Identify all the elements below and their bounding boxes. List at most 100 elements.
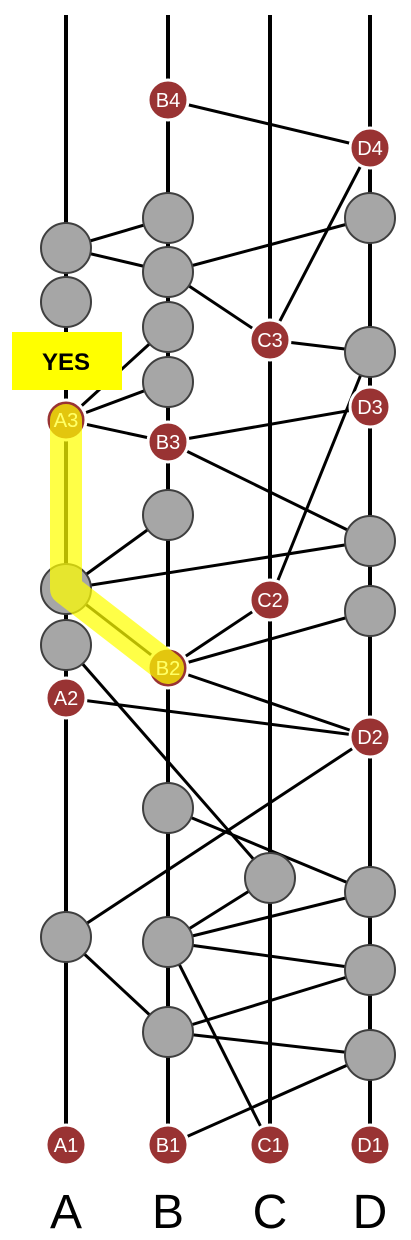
event-node-b1: B1 (146, 1123, 190, 1167)
edge-g_b_up2-g_d_up1 (167, 216, 371, 274)
event-node-circle (248, 1123, 292, 1167)
gray-node-circle (142, 356, 194, 408)
edge-b1-g_d_bot (167, 1053, 371, 1147)
lane-label-c: C (253, 1186, 288, 1239)
lane-label-a: A (50, 1186, 82, 1239)
intermediate-node (142, 246, 194, 298)
gray-node-circle (344, 1029, 396, 1081)
intermediate-node (244, 852, 296, 904)
gray-node-circle (40, 911, 92, 963)
edge-g_b_bot-g_d_bot (167, 1030, 371, 1057)
edge-d4-c3 (268, 147, 372, 341)
event-node-label: A1 (54, 1135, 78, 1157)
intermediate-node (142, 916, 194, 968)
intermediate-node (344, 515, 396, 567)
edge-d2-g_a_low (65, 735, 371, 939)
lane-label-d: D (353, 1186, 388, 1239)
gray-node-circle (244, 852, 296, 904)
edge-g_b_low-c1 (166, 941, 272, 1146)
event-node-d3: D3 (348, 385, 392, 429)
event-node-circle (348, 715, 392, 759)
edge-g_b_bot-g_d_low2 (167, 968, 371, 1034)
gray-node-circle (344, 944, 396, 996)
event-node-d1: D1 (348, 1123, 392, 1167)
intermediate-node (142, 1006, 194, 1058)
edge-b3-g_d_mid1 (167, 440, 371, 543)
intermediate-node (142, 782, 194, 834)
lane-labels: A B C D (50, 1186, 387, 1239)
event-node-label: B4 (156, 90, 180, 112)
intermediate-node (344, 192, 396, 244)
gray-node-circle (344, 326, 396, 378)
event-node-c1: C1 (248, 1123, 292, 1167)
edge-b2-g_d_mid2 (167, 609, 371, 670)
gray-node-circle (344, 585, 396, 637)
yes-highlight-box (12, 332, 122, 390)
lane-label-b: B (152, 1186, 184, 1239)
gray-node-circle (142, 489, 194, 541)
edge-g_b_low-g_d_low2 (167, 940, 371, 972)
highlighted-node-label: B2 (156, 658, 180, 680)
event-node-circle (146, 78, 190, 122)
event-node-d4: D4 (348, 126, 392, 170)
intermediate-node (344, 944, 396, 996)
gray-node-circle (344, 192, 396, 244)
intermediate-node (142, 192, 194, 244)
gray-node-circle (40, 276, 92, 328)
edge-c2-g_d_up2 (268, 351, 372, 601)
intermediate-node (40, 222, 92, 274)
edge-g_a_mid2-g_c_low (64, 644, 272, 879)
event-node-label: C2 (257, 590, 283, 612)
event-node-c3: C3 (248, 318, 292, 362)
intermediate-node (344, 585, 396, 637)
gray-node-circle (142, 916, 194, 968)
gray-node-circle (142, 192, 194, 244)
intermediate-node (142, 301, 194, 353)
event-node-circle (348, 126, 392, 170)
event-node-circle (348, 385, 392, 429)
event-node-label: D2 (357, 727, 383, 749)
event-node-circle (248, 318, 292, 362)
event-node-a1: A1 (44, 1123, 88, 1167)
event-node-circle (44, 676, 88, 720)
event-node-label: D4 (357, 138, 383, 160)
event-node-d2: D2 (348, 715, 392, 759)
event-node-circle (248, 578, 292, 622)
intermediate-node (40, 619, 92, 671)
gray-node-circle (142, 301, 194, 353)
intermediate-node (40, 276, 92, 328)
event-node-label: C3 (257, 330, 283, 352)
intermediate-node (344, 1029, 396, 1081)
edge-g_a_mid-g_d_mid1 (65, 539, 371, 591)
yes-label: YES (42, 349, 90, 376)
gray-node-circle (344, 515, 396, 567)
intermediate-node (142, 489, 194, 541)
event-node-label: D3 (357, 397, 383, 419)
event-node-label: B3 (156, 432, 180, 454)
highlighted-node-label: A3 (54, 410, 78, 432)
gray-node-circle (142, 246, 194, 298)
intermediate-node (344, 866, 396, 918)
intermediate-node (40, 911, 92, 963)
event-node-circle (44, 1123, 88, 1167)
highlighted-path (50, 404, 184, 684)
event-node-label: B1 (156, 1135, 180, 1157)
intermediate-node (344, 326, 396, 378)
edge-g_b_low-g_d_low1 (167, 890, 371, 944)
gray-node-circle (344, 866, 396, 918)
event-node-b4: B4 (146, 78, 190, 122)
gray-node-circle (142, 782, 194, 834)
edge-b2-d2 (167, 666, 371, 739)
gray-node-circle (142, 1006, 194, 1058)
event-node-b3: B3 (146, 420, 190, 464)
event-node-label: D1 (357, 1135, 383, 1157)
event-node-label: C1 (257, 1135, 283, 1157)
event-node-label: A2 (54, 688, 78, 710)
yes-annotation: YES (12, 332, 122, 390)
event-node-a2: A2 (44, 676, 88, 720)
event-node-circle (348, 1123, 392, 1167)
edge-g_b_mid-g_d_low1 (167, 806, 371, 894)
event-node-circle (146, 420, 190, 464)
